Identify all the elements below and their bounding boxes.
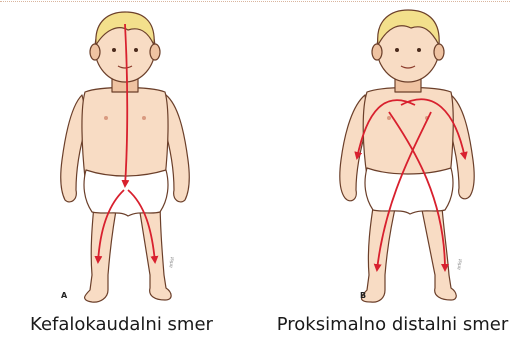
panel-letter-a: A (61, 291, 67, 300)
torso (82, 88, 168, 179)
torso (363, 88, 453, 177)
panel-letter-b: B (360, 291, 366, 300)
caption-a: Kefalokaudalni smer (0, 314, 249, 335)
signature-mark: artist (168, 256, 176, 268)
diaper (365, 168, 453, 214)
baby-illustration-a: artist (0, 0, 255, 341)
panel-a: artist A Kefalokaudalni smer (0, 0, 255, 341)
panel-b: artist B Proksimalno distalni smer (255, 0, 510, 341)
caption-b: Proksimalno distalni smer (265, 314, 510, 335)
signature-mark: artist (456, 258, 464, 270)
baby-illustration-b: artist (255, 0, 510, 341)
